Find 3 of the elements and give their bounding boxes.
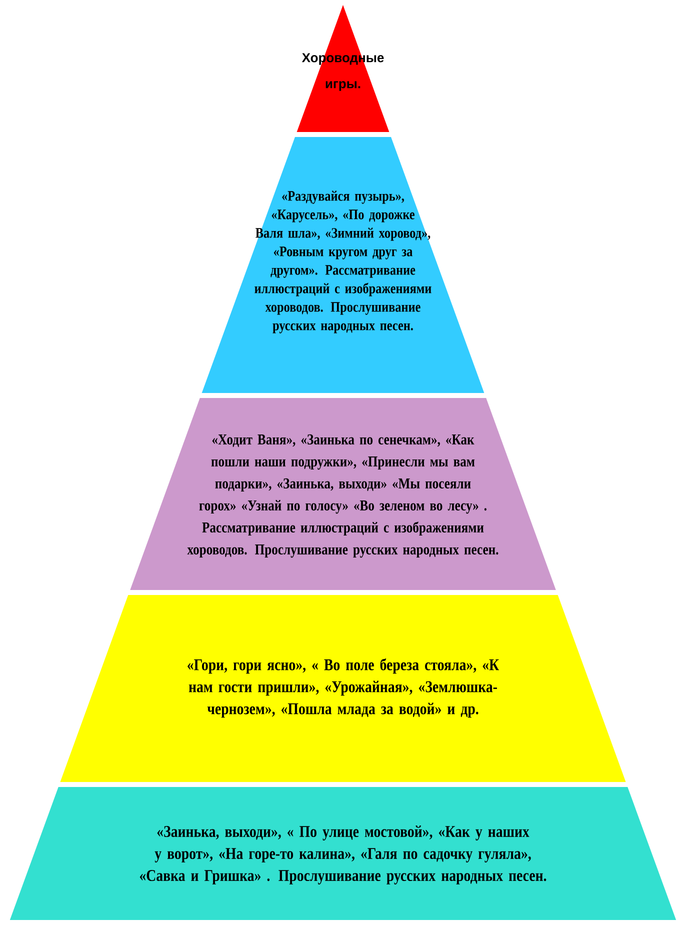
pyramid-tier: «Гори, гори ясно», « Во поле береза стояла», «К нам гости пришли», «Урожайная», «Землюшка-чернозем», «Пошла млада за водой» и др. [60,595,626,782]
pyramid-tier: «Ходит Ваня», «Заинька по сенечкам», «Как пошли наши подружки», «Принесли мы вам подарки», «Заинька, выходи» «Мы посеяли горох» «Узнай по голосу» «Во зеленом во лесу» . Рассматривание иллюстраций с изображениями хороводов. Прослушивание русских народных песен. [130,398,556,590]
pyramid-tier: «Заинька, выходи», « По улице мостовой», «Как у наших у ворот», «На горе-то калина», «Галя по садочку гуляла», «Савка и Гришка» . Прослушивание русских народных песен. [10,787,676,920]
